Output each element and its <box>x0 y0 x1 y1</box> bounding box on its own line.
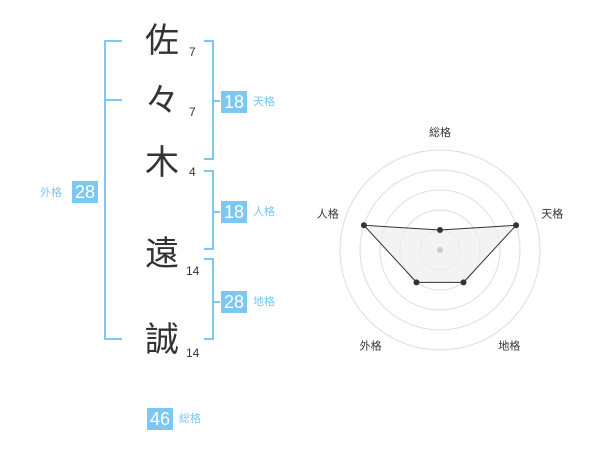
radar-point-3 <box>460 279 467 286</box>
radar-axis-label-3: 地格 <box>498 338 520 352</box>
radar-point-5 <box>360 222 367 229</box>
tenkaku-badge: 18 <box>221 91 247 113</box>
stroke-count-3: 4 <box>189 165 196 179</box>
radar-area <box>362 224 518 283</box>
tenkaku-label: 天格 <box>253 95 275 108</box>
jinkaku-label: 人格 <box>253 205 275 218</box>
radar-axis-label-4: 外格 <box>360 338 382 352</box>
name-char-3: 木 <box>145 143 179 183</box>
gaikaku-label: 外格 <box>40 186 62 199</box>
name-char-2: 々 <box>145 81 179 121</box>
jinkaku-badge: 18 <box>221 201 247 223</box>
stroke-count-4: 14 <box>186 264 200 278</box>
name-char-5: 誠 <box>145 320 179 360</box>
stroke-count-2: 7 <box>189 105 196 119</box>
radar-ring-4 <box>359 169 521 331</box>
radar-axis-label-1: 総格 <box>429 125 451 139</box>
radar-center-dot <box>437 247 443 253</box>
chikaku-label: 地格 <box>253 295 275 308</box>
stroke-count-1: 7 <box>189 45 196 59</box>
soukaku-badge: 46 <box>147 408 173 430</box>
name-char-4: 遠 <box>145 234 179 274</box>
chikaku-badge: 28 <box>221 291 247 313</box>
stroke-count-5: 14 <box>186 346 200 360</box>
radar-axis-label-2: 天格 <box>541 207 563 221</box>
radar-ring-5 <box>339 149 541 351</box>
radar-point-4 <box>413 279 420 286</box>
radar-point-2 <box>513 222 520 229</box>
gaikaku-badge: 28 <box>72 181 98 203</box>
name-char-1: 佐 <box>145 21 179 61</box>
soukaku-label: 総格 <box>179 412 201 425</box>
radar-ring-3 <box>379 189 501 311</box>
radar-axis-label-5: 人格 <box>317 207 339 221</box>
radar-point-1 <box>437 227 443 233</box>
